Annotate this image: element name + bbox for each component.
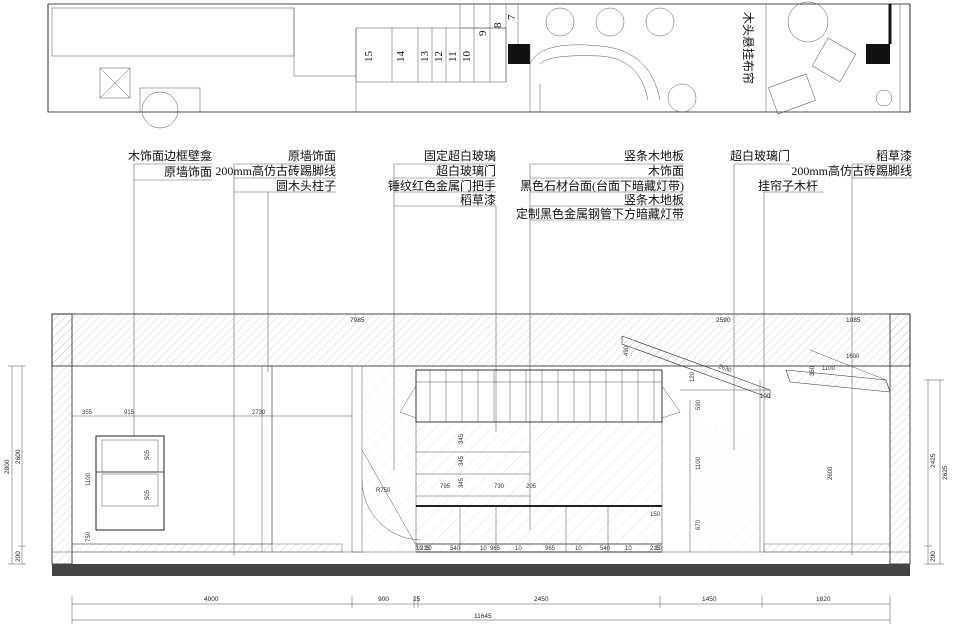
dim-roof-3: 120 <box>690 371 696 382</box>
dim-roof-12: 1600 <box>846 354 860 360</box>
dim-bottom-3: 25 <box>413 596 421 603</box>
dim-shelf-v3: 345 <box>459 477 465 488</box>
base-row-dim: 10 <box>480 546 487 552</box>
column-block-right <box>866 44 890 64</box>
step-11: 11 <box>447 51 459 62</box>
dim-shelf-v1: 345 <box>459 433 465 444</box>
callout-text: 稻草漆 <box>460 193 496 207</box>
callout-text: 竖条木地板 <box>624 193 684 207</box>
callout-text: 超白玻璃门 <box>730 148 790 163</box>
step-7: 7 <box>506 14 518 20</box>
dim-top-2: 2590 <box>716 317 731 324</box>
step-8: 8 <box>492 22 504 28</box>
base-row-dim: 10 <box>625 546 632 552</box>
callout-right-wall: 稻草漆 200mm高仿古砖踢脚线 <box>791 149 912 555</box>
dim-shelf-h2: 730 <box>494 484 505 490</box>
dimension-lines: 7985 2590 1085 4000 900 25 2450 1450 182… <box>4 317 949 624</box>
staircase-plan: 15 14 13 12 11 10 9 8 7 <box>355 4 519 83</box>
base-row-dim: 10 <box>425 546 432 552</box>
base-row-dim: 540 <box>450 546 461 552</box>
dim-niche-6: 505 <box>145 449 151 460</box>
callout-text: 200mm高仿古砖踢脚线 <box>791 163 912 178</box>
dim-top-1: 7985 <box>350 317 365 324</box>
dim-shelf-h1: 795 <box>440 484 451 490</box>
callout-text: 木饰面 <box>648 164 684 178</box>
niche-frame <box>95 435 165 531</box>
dim-niche-7: 505 <box>145 489 151 500</box>
dim-niche-2: 915 <box>124 410 135 416</box>
dim-roof-7: 2600 <box>828 466 834 480</box>
callout-text: 木饰面边框壁龛 <box>128 148 212 163</box>
dim-right-inner-1: 2425 <box>930 453 937 468</box>
step-12: 12 <box>433 51 445 62</box>
dim-shelf-v2: 345 <box>459 455 465 466</box>
dim-niche-1: 355 <box>82 410 93 416</box>
dim-roof-10: 150 <box>650 512 661 518</box>
dim-bottom-6: 1820 <box>816 596 831 603</box>
step-14: 14 <box>395 51 407 63</box>
dim-roof-9: 100 <box>760 394 771 400</box>
dim-niche-4: 1100 <box>86 472 92 486</box>
base-row-dim: 215 <box>420 546 431 552</box>
callout-text: 原墙饰面 <box>164 165 212 179</box>
dim-left-inner-1: 2600 <box>15 449 22 464</box>
base-row-dim: 10 <box>416 546 423 552</box>
callout-text: 挂帘子木杆 <box>758 178 818 193</box>
base-row-dim: 965 <box>545 546 556 552</box>
dim-roof-2: 2630 <box>717 364 732 374</box>
bar-counter <box>415 421 663 553</box>
callout-text: 固定超白玻璃 <box>424 148 496 163</box>
dim-left-outer: 2800 <box>4 459 11 474</box>
column-block-left <box>508 44 530 64</box>
callout-text: 锤纹红色金属门把手 <box>388 178 496 193</box>
dim-niche-3: 2730 <box>252 410 266 416</box>
base-row-dim: 10 <box>655 546 662 552</box>
dim-bottom-2: 900 <box>378 596 389 603</box>
callout-door: 超白玻璃门 挂帘子木杆 <box>730 148 824 450</box>
callout-text: 200mm高仿古砖踢脚线 <box>215 163 336 178</box>
bar-shelving <box>399 369 681 423</box>
step-13: 13 <box>419 51 431 63</box>
callout-text: 圆木头柱子 <box>276 178 336 193</box>
callout-text: 超白玻璃门 <box>436 163 496 178</box>
floor-plan-strip: 15 14 13 12 11 10 9 8 7 木头悬挂布帘 <box>47 1 911 129</box>
callout-text: 黑色石材台面(台面下暗藏灯带) <box>520 178 684 193</box>
dim-niche-5: 750 <box>86 531 92 542</box>
dim-roof-11: 350 <box>810 365 816 376</box>
dim-bottom-1: 4000 <box>204 596 219 603</box>
base-row-dim: 965 <box>490 546 501 552</box>
dim-right-inner-2: 200 <box>930 551 937 562</box>
dim-shelf-h3: 205 <box>526 484 537 490</box>
step-10: 10 <box>461 51 473 63</box>
dim-left-inner-2: 200 <box>15 551 22 562</box>
dim-arc: R750 <box>376 488 391 494</box>
base-row-dim: 540 <box>600 546 611 552</box>
dim-right-outer: 2625 <box>942 465 949 480</box>
dim-roof-1: 490 <box>624 345 630 356</box>
step-15: 15 <box>363 51 375 63</box>
dim-roof-8: 1100 <box>822 366 836 372</box>
dim-total: 11645 <box>474 613 492 620</box>
base-row-dim: 10 <box>515 546 522 552</box>
callout-text: 定制黑色金属钢管下方暗藏灯带 <box>516 206 684 221</box>
base-row-dim: 215 <box>650 546 661 552</box>
curtain-note: 木头悬挂布帘 <box>741 12 756 84</box>
elevation-section <box>51 313 911 576</box>
dim-bottom-5: 1450 <box>702 596 717 603</box>
dim-bottom-4: 2450 <box>534 596 549 603</box>
callout-text: 原墙饰面 <box>288 149 336 163</box>
step-9: 9 <box>477 30 489 36</box>
callout-text: 竖条木地板 <box>624 149 684 163</box>
dim-roof-6: 670 <box>696 519 702 530</box>
base-row-dim: 10 <box>575 546 582 552</box>
callout-niche: 木饰面边框壁龛 原墙饰面 <box>128 148 212 436</box>
dim-top-3: 1085 <box>846 317 861 324</box>
dim-roof-5: 1100 <box>696 456 702 470</box>
dim-roof-4: 590 <box>696 399 702 410</box>
callout-text: 稻草漆 <box>876 149 912 163</box>
roof-slope <box>621 335 891 552</box>
callout-wall: 原墙饰面 200mm高仿古砖踢脚线 圆木头柱子 <box>215 149 336 555</box>
